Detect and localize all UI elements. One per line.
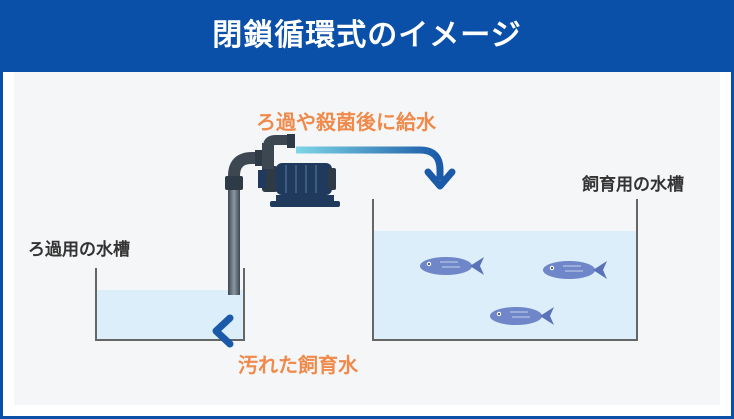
pump-icon — [258, 134, 340, 207]
page-title: 閉鎖循環式のイメージ — [212, 18, 522, 53]
pipe-icon — [225, 150, 265, 295]
fish-icon — [543, 261, 607, 279]
breeding-tank-label: 飼育用の水槽 — [582, 175, 684, 195]
fish-icon — [420, 257, 484, 275]
top-flow-label: ろ過や殺菌後に給水 — [256, 110, 436, 134]
arrow-right-down-icon — [296, 146, 456, 190]
filter-tank-label: ろ過用の水槽 — [28, 240, 130, 260]
bottom-flow-label: 汚れた飼育水 — [238, 353, 358, 377]
arrow-left-icon — [212, 314, 383, 348]
fish-icon — [490, 307, 554, 325]
header-bar — [0, 0, 734, 72]
